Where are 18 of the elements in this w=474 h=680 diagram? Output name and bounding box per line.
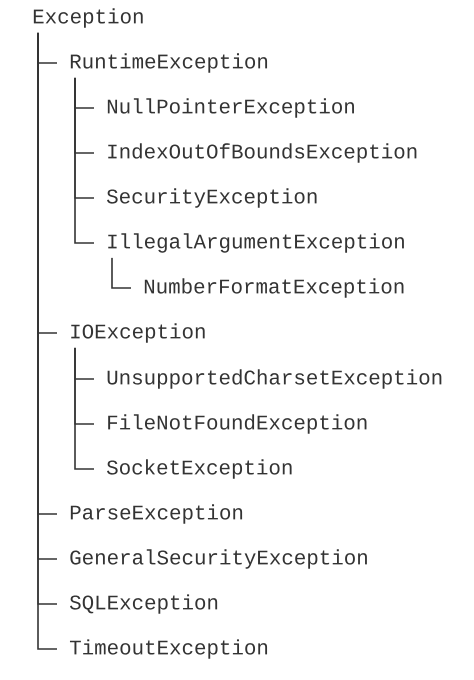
class-name: GeneralSecurityException — [70, 549, 367, 569]
class-name: NullPointerException — [108, 98, 354, 118]
class-name: ParseException — [70, 504, 242, 524]
class-name: SQLException — [70, 594, 218, 614]
class-name: SocketException — [107, 459, 292, 479]
class-name: IndexOutOfBoundsException — [108, 143, 416, 163]
class-name: IOException — [71, 323, 205, 343]
class-name: FileNotFoundException — [108, 414, 366, 434]
class-name: UnsupportedCharsetException — [108, 369, 442, 389]
class-name: RuntimeException — [70, 53, 268, 73]
tree-connector — [111, 258, 131, 289]
class-name: NumberFormatException — [144, 278, 404, 298]
tree-connector — [74, 78, 94, 244]
class-name: TimeoutException — [70, 639, 268, 659]
class-name: SecurityException — [107, 188, 317, 208]
class-name: Exception — [34, 8, 143, 28]
class-name: IllegalArgumentException — [108, 233, 404, 253]
tree-connector — [74, 348, 94, 470]
